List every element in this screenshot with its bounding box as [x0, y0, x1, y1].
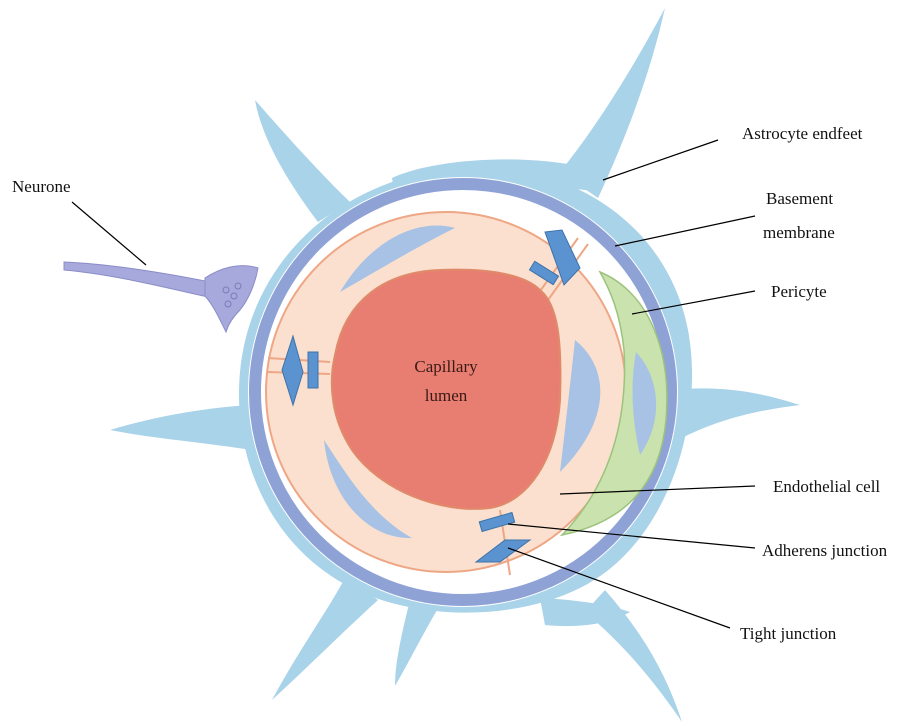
label-capillary-lumen-line2: lumen [425, 386, 468, 405]
astrocyte-process [272, 578, 378, 700]
astrocyte-process [110, 405, 252, 450]
label-astrocyte-endfeet: Astrocyte endfeet [742, 124, 863, 143]
label-pericyte: Pericyte [771, 282, 827, 301]
astrocyte-process [585, 590, 682, 722]
label-basement-membrane-line2: membrane [763, 223, 835, 242]
label-neurone: Neurone [12, 177, 71, 196]
neurone-axon [64, 262, 212, 298]
neurone-cell-body [205, 266, 258, 332]
label-capillary-lumen-line1: Capillary [414, 357, 478, 376]
label-adherens-junction: Adherens junction [762, 541, 888, 560]
label-basement-membrane-line1: Basement [766, 189, 833, 208]
adherens-junction [308, 352, 318, 388]
leader-neurone [72, 202, 146, 265]
label-tight-junction: Tight junction [740, 624, 837, 643]
label-endothelial-cell: Endothelial cell [773, 477, 880, 496]
astrocyte-process [395, 600, 440, 686]
neurone [64, 262, 258, 332]
astrocyte-process [255, 100, 350, 222]
